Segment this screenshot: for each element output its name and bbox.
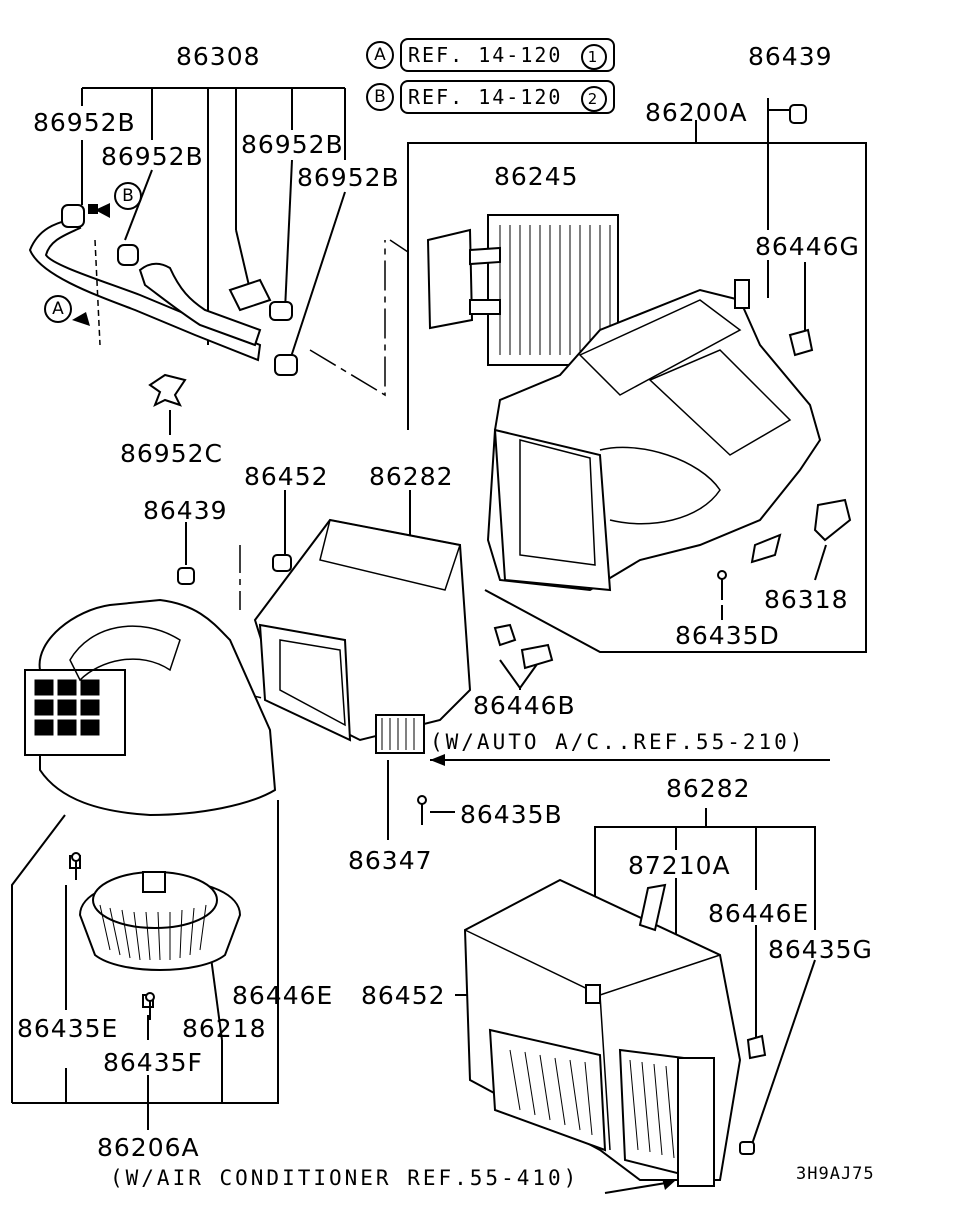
label-86245: 86245 <box>494 162 579 191</box>
label-86200A: 86200A <box>645 98 748 127</box>
screws <box>71 570 727 1020</box>
ref-box-a: REF. 14-120 1 <box>400 38 615 72</box>
label-86435D: 86435D <box>675 621 780 650</box>
label-86318: 86318 <box>764 585 849 614</box>
ref-marker-b: B <box>366 83 394 111</box>
label-86446G: 86446G <box>755 232 860 261</box>
ref-text-b: REF. 14-120 <box>408 85 563 109</box>
label-86452-bottom: 86452 <box>361 981 446 1010</box>
label-86439-mid: 86439 <box>143 496 228 525</box>
label-86282-bottom: 86282 <box>666 774 751 803</box>
ref-num-b: 2 <box>580 85 607 112</box>
label-86952B-4: 86952B <box>297 163 400 192</box>
ref-text-a: REF. 14-120 <box>408 43 563 67</box>
label-86446E-left: 86446E <box>232 981 334 1010</box>
hose-marker-a: A <box>44 295 72 323</box>
hose-marker-b: B <box>114 182 142 210</box>
label-86446B: 86446B <box>473 691 576 720</box>
note-air-conditioner: (W/AIR CONDITIONER REF.55-410) <box>110 1166 580 1190</box>
note-auto-ac: (W/AUTO A/C..REF.55-210) <box>430 730 806 754</box>
hose-assembly <box>28 203 298 408</box>
label-86218: 86218 <box>182 1014 267 1043</box>
ref-box-b: REF. 14-120 2 <box>400 80 615 114</box>
label-86206A: 86206A <box>97 1133 200 1162</box>
label-86439-top: 86439 <box>748 42 833 71</box>
leader-lines <box>11 87 867 1194</box>
label-86308: 86308 <box>176 42 261 71</box>
heater-unit <box>426 104 852 592</box>
diagram-code: 3H9AJ75 <box>796 1164 875 1184</box>
label-86347: 86347 <box>348 846 433 875</box>
label-86446E-right: 86446E <box>708 899 810 928</box>
ref-num-a: 1 <box>580 43 607 70</box>
label-86435E: 86435E <box>17 1014 119 1043</box>
ref-marker-a: A <box>366 41 394 69</box>
label-86952B-2: 86952B <box>241 130 344 159</box>
label-86435B: 86435B <box>460 800 563 829</box>
label-86952C: 86952C <box>120 439 223 468</box>
label-86435G: 86435G <box>768 935 873 964</box>
label-87210A: 87210A <box>628 851 731 880</box>
evaporator-case <box>463 878 767 1187</box>
label-86435F: 86435F <box>103 1048 203 1077</box>
label-86952B-1: 86952B <box>33 108 136 137</box>
label-86452-top: 86452 <box>244 462 329 491</box>
blower-case <box>24 518 554 817</box>
label-86282-top: 86282 <box>369 462 454 491</box>
label-86952B-3: 86952B <box>101 142 204 171</box>
